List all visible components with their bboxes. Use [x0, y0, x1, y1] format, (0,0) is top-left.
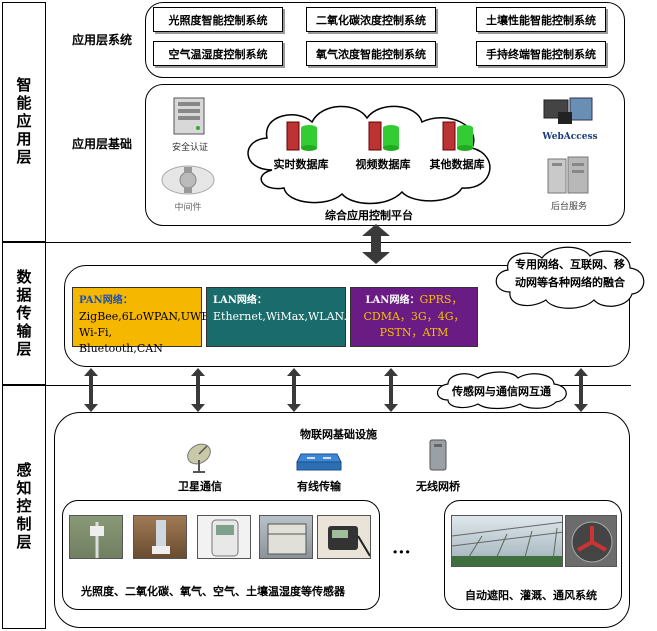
actuators-caption: 自动遮阳、灌溉、通风系统: [465, 589, 597, 602]
system-handheld: 手持终端智能控制系统: [476, 41, 606, 66]
security-label: 安全认证: [171, 143, 208, 153]
double-arrow-icon: [574, 368, 588, 412]
db-realtime-label: 实时数据库: [273, 158, 329, 171]
app-systems-panel: 光照度智能控制系统 二氧化碳浓度控制系统 土壤性能智能控制系统 空气温湿度控制系…: [145, 2, 625, 78]
sensor-photo-4: [259, 515, 313, 559]
app-systems-title: 应用层系统: [72, 33, 133, 47]
wireless-bridge-icon: [429, 439, 447, 471]
interconnect-cloud-text: 传感网与通信网互通: [452, 385, 551, 398]
webaccess-label: WebAccess: [542, 132, 598, 142]
actuators-panel: 自动遮阳、灌溉、通风系统: [444, 500, 622, 610]
layer-application: 智能应用层: [2, 2, 46, 242]
sensors-caption: 光照度、二氧化碳、氧气、空气、土壤温湿度等传感器: [81, 585, 345, 598]
sensors-panel: 光照度、二氧化碳、氧气、空气、土壤温湿度等传感器: [62, 500, 380, 610]
double-arrow-icon: [191, 368, 205, 412]
pan-network-box: PAN网络： ZigBee,6LoWPAN,UWB, Wi-Fi, Bluetoo…: [72, 287, 213, 355]
app-base-title: 应用层基础: [72, 137, 133, 151]
db-video-label: 视频数据库: [355, 158, 411, 171]
pan-label: PAN网络：: [79, 295, 133, 306]
interconnect-cloud: [436, 371, 567, 410]
layer-perception: 感知控制层: [2, 385, 46, 629]
database-icon: [286, 121, 317, 151]
lan-network-box: LAN网络： Ethernet,WiMax,WLAN.: [206, 287, 347, 347]
wan-label: LAN网络：: [365, 295, 420, 306]
double-arrow-icon: [384, 368, 398, 412]
database-icon: [368, 121, 399, 151]
actuator-photo-fan: [565, 515, 617, 567]
layer-transport: 数据传输层: [2, 242, 46, 385]
platform-label: 综合应用控制平台: [325, 209, 413, 222]
db-other-label: 其他数据库: [429, 158, 485, 171]
wan-network-box: LAN网络：GPRS，CDMA，3G，4G，PSTN，ATM: [350, 287, 478, 347]
ellipsis: ···: [392, 542, 411, 563]
system-light: 光照度智能控制系统: [153, 7, 283, 32]
lan-label: LAN网络：: [213, 295, 267, 306]
infra-title: 物联网基础设施: [300, 428, 377, 441]
pan-text: ZigBee,6LoWPAN,UWB, Wi-Fi, Bluetooth,CAN: [79, 310, 213, 355]
system-soil: 土壤性能智能控制系统: [476, 7, 606, 32]
system-air: 空气温湿度控制系统: [153, 41, 283, 66]
lan-text: Ethernet,WiMax,WLAN.: [213, 310, 347, 323]
actuator-photo-greenhouse: [451, 515, 563, 567]
network-switch-icon: [296, 453, 342, 471]
sensor-photo-1: [69, 515, 123, 559]
wired-label: 有线传输: [297, 480, 341, 493]
double-arrow-icon: [287, 368, 301, 412]
satellite-label: 卫星通信: [178, 480, 222, 493]
double-arrow-icon: [84, 368, 98, 412]
backend-server-icon: 后台服务: [544, 155, 594, 212]
webaccess-icon: WebAccess: [540, 96, 600, 142]
sensor-photo-2: [133, 515, 187, 559]
fusion-cloud-text: 专用网络、互联网、移动网等各种网络的融合: [515, 258, 625, 289]
backend-label: 后台服务: [550, 202, 587, 212]
wireless-bridge-label: 无线网桥: [416, 480, 460, 493]
wired: 有线传输: [284, 444, 354, 494]
wan-text: GPRS，CDMA，3G，4G，PSTN，ATM: [363, 293, 465, 339]
wireless-bridge: 无线网桥: [408, 438, 468, 494]
sensor-photo-3: [197, 515, 251, 559]
divider-top: [46, 242, 631, 243]
db-realtime: 实时数据库: [268, 120, 334, 172]
db-video: 视频数据库: [350, 120, 416, 172]
database-icon: [442, 121, 473, 151]
db-other: 其他数据库: [424, 120, 490, 172]
fusion-cloud: [495, 246, 645, 309]
security-server-icon: 安全认证: [168, 96, 212, 153]
divider-bottom: [46, 385, 631, 386]
satellite: 卫星通信: [170, 440, 230, 494]
middleware-label: 中间件: [174, 203, 202, 213]
satellite-dish-icon: [187, 443, 211, 473]
double-arrow-icon: [362, 224, 390, 264]
sensor-photo-5: [317, 515, 371, 559]
middleware-icon: 中间件: [160, 164, 216, 213]
system-oxygen: 氧气浓度智能控制系统: [306, 41, 436, 66]
system-co2: 二氧化碳浓度控制系统: [306, 7, 436, 32]
fan-icon: [571, 521, 613, 563]
